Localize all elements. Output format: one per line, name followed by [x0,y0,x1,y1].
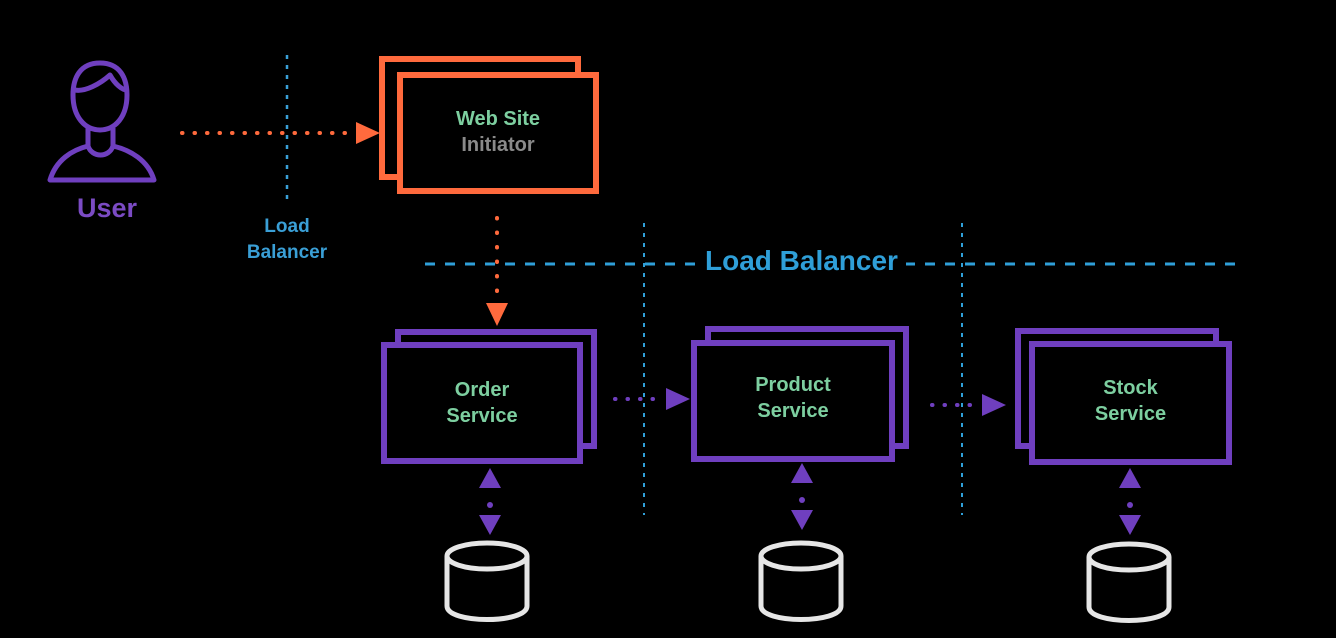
website-to-order-arrowhead [486,303,508,326]
stock-service-label-line1: Stock [1103,377,1158,399]
product-to-stock-arrowhead [982,394,1006,416]
website-label-line1: Web Site [455,108,541,130]
stock-service-box [1015,328,1232,465]
product-service-label-line1: Product [755,374,831,396]
product-service-box [691,326,909,462]
order-to-product-arrowhead [666,388,690,410]
load-balancer-label-small-line1: Load [264,216,310,237]
website-label-line2: Initiator [461,134,535,156]
user-icon [47,60,157,183]
user-label: User [76,193,138,223]
product-service-label-line2: Service [757,400,829,422]
website-label: Web Site Initiator [400,106,596,158]
stock-db-connector [1119,468,1141,535]
order-service-label: Order Service [384,377,580,429]
product-service-label: Product Service [694,372,892,424]
database-icon [758,540,844,622]
load-balancer-label-small-line2: Balancer [246,242,328,263]
order-service-label-line2: Service [446,405,518,427]
order-service-box [381,329,597,464]
database-icon [444,540,530,622]
order-service-label-line1: Order [454,379,510,401]
website-box [379,56,599,194]
database-icon [1086,541,1172,623]
user-to-website-arrowhead [356,122,380,144]
load-balancer-label-small: Load Balancer [230,214,344,266]
order-db-connector [479,468,501,535]
stock-service-label-line2: Service [1094,403,1167,425]
load-balancer-label-main: Load Balancer [697,245,906,277]
stock-service-label: Stock Service [1032,375,1229,427]
product-db-connector [791,463,813,530]
